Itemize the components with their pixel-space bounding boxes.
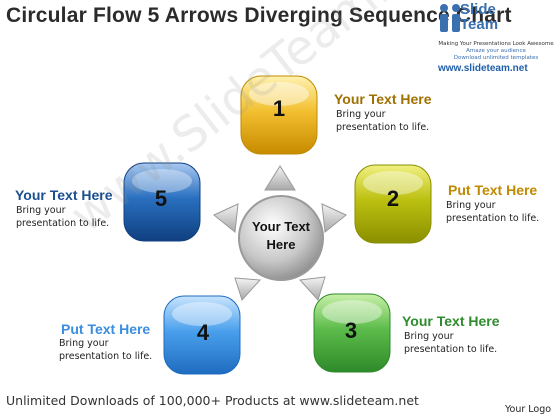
step-3-label: Your Text Here: [402, 313, 500, 329]
arrow-to-step-4: [234, 277, 262, 301]
logo-tagline-download: Download unlimited templates: [453, 55, 539, 61]
step-4-number: 4: [196, 320, 210, 345]
logo-site-url: www.slideteam.net: [438, 63, 528, 74]
logo-people-icon: [440, 4, 460, 32]
step-2-label: Put Text Here: [448, 182, 538, 198]
step-1-gloss: [249, 82, 309, 106]
step-4-desc-line1: Bring your: [59, 338, 109, 349]
step-2-number: 2: [386, 186, 400, 211]
step-1-number: 1: [272, 96, 286, 121]
step-5-desc-line1: Bring your: [16, 205, 66, 216]
logo-brand: Slide Team: [460, 1, 499, 33]
step-5-number: 5: [154, 186, 168, 211]
slideteam-logo: Slide Team Making Your Presentations Loo…: [436, 2, 556, 78]
step-3-desc-line1: Bring your: [404, 331, 454, 342]
logo-tagline-amaze: Amaze your audience: [466, 48, 526, 54]
step-4-desc: Bring your presentation to life.: [59, 337, 152, 363]
arrow-to-step-1: [264, 165, 296, 191]
footer-text: Unlimited Downloads of 100,000+ Products…: [6, 393, 419, 408]
step-4-label: Put Text Here: [61, 321, 151, 337]
arrow-to-step-3: [298, 276, 326, 301]
step-1-desc: Bring your presentation to life.: [336, 108, 429, 134]
step-5-desc: Bring your presentation to life.: [16, 204, 109, 230]
page-title: Circular Flow 5 Arrows Diverging Sequenc…: [6, 4, 512, 27]
step-5-gloss: [132, 169, 192, 193]
step-4-gloss: [172, 302, 232, 326]
logo-tagline: Making Your Presentations Look Awesome: [438, 41, 554, 47]
step-2-desc-line2: presentation to life.: [446, 213, 540, 224]
center-text-line2: Here: [266, 237, 296, 252]
step-4-box: [163, 295, 241, 375]
step-1-desc-line1: Bring your: [336, 109, 386, 120]
step-1-box: [240, 75, 318, 155]
step-1-label: Your Text Here: [334, 91, 432, 107]
step-3-box: [313, 293, 391, 373]
step-5-label: Your Text Here: [15, 187, 113, 203]
arrow-to-step-2: [321, 203, 347, 233]
step-3-gloss: [322, 300, 382, 324]
step-2-box: [354, 164, 432, 244]
step-3-number: 3: [344, 318, 358, 343]
center-circle: [238, 195, 324, 281]
step-2-desc: Bring your presentation to life.: [446, 199, 539, 225]
step-2-gloss: [363, 171, 423, 195]
center-text: Your Text Here: [246, 218, 316, 254]
your-logo-text: Your Logo: [505, 404, 552, 415]
step-3-desc: Bring your presentation to life.: [404, 330, 497, 356]
center-text-line1: Your Text: [251, 219, 311, 234]
step-5-box: [123, 162, 201, 242]
step-3-desc-line2: presentation to life.: [404, 344, 498, 355]
step-2-desc-line1: Bring your: [446, 200, 496, 211]
step-1-desc-line2: presentation to life.: [336, 122, 430, 133]
step-4-desc-line2: presentation to life.: [59, 351, 153, 362]
step-5-desc-line2: presentation to life.: [16, 218, 110, 229]
arrow-to-step-5: [213, 203, 239, 233]
